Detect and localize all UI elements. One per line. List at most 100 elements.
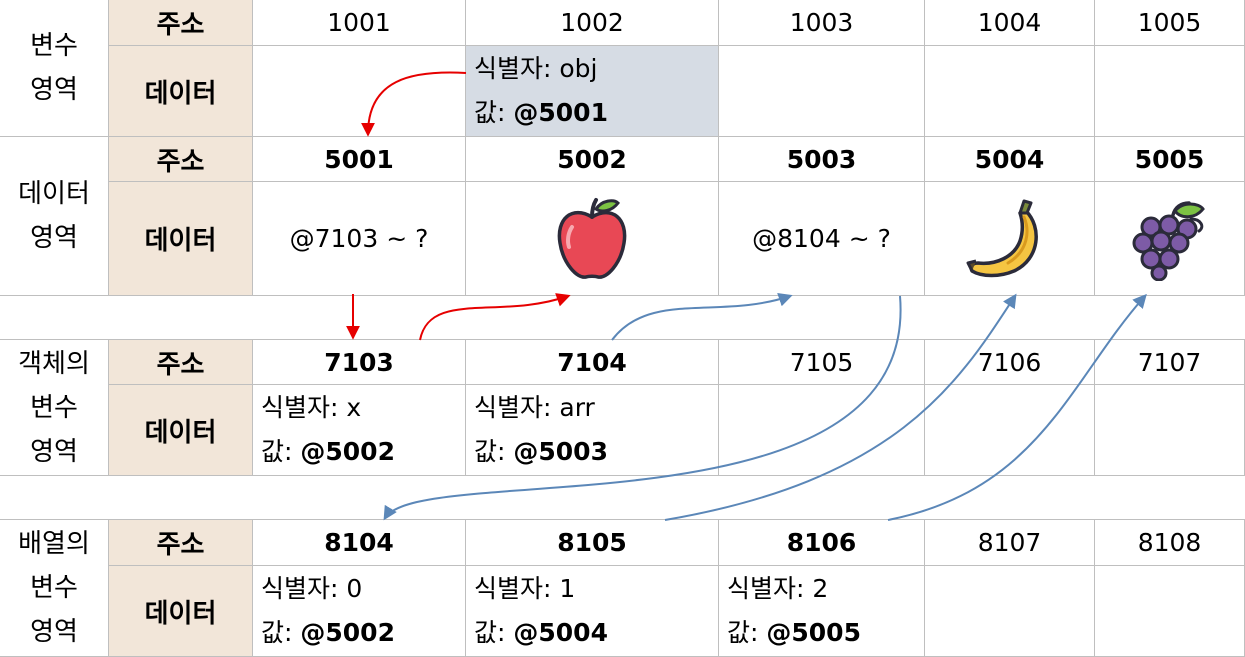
value-pointer: @5004 — [513, 618, 608, 647]
data-8107 — [925, 566, 1095, 657]
header-address: 주소 — [109, 520, 253, 566]
header-data: 데이터 — [109, 182, 253, 296]
data-1002: 식별자: obj 값: @5001 — [466, 46, 719, 137]
ident-label: 식별자: — [261, 393, 339, 422]
value-label: 값: — [727, 618, 759, 647]
data-5004 — [925, 182, 1095, 296]
section-label-line: 데이터 — [18, 179, 90, 209]
data-1003 — [719, 46, 925, 137]
data-5001: @7103 ~ ? — [253, 182, 466, 296]
data-1005 — [1095, 46, 1245, 137]
value-label: 값: — [474, 618, 506, 647]
ident-value: arr — [559, 393, 595, 422]
address-1005: 1005 — [1095, 0, 1245, 46]
value-line: 값: @5004 — [474, 611, 608, 655]
address-8108: 8108 — [1095, 520, 1245, 566]
address-5001: 5001 — [253, 137, 466, 182]
value-pointer: @5003 — [513, 437, 608, 466]
spacer-row — [0, 296, 1245, 340]
data-8106: 식별자: 2 값: @5005 — [719, 566, 925, 657]
address-7105: 7105 — [719, 340, 925, 385]
data-8105: 식별자: 1 값: @5004 — [466, 566, 719, 657]
value-line: 값: @5002 — [261, 430, 395, 474]
value-pointer: @5001 — [513, 98, 608, 127]
section-label-line: 변수 — [30, 392, 78, 423]
data-1004 — [925, 46, 1095, 137]
value-pointer: @5002 — [300, 437, 395, 466]
ident-line: 식별자: 0 — [261, 567, 362, 611]
section-label-line: 변수 — [30, 31, 78, 61]
data-8108 — [1095, 566, 1245, 657]
header-data: 데이터 — [109, 385, 253, 476]
value-line: 값: @5001 — [474, 91, 608, 135]
apple-icon — [557, 197, 627, 279]
data-7104: 식별자: arr 값: @5003 — [466, 385, 719, 476]
data-7103: 식별자: x 값: @5002 — [253, 385, 466, 476]
ident-line: 식별자: 2 — [727, 567, 828, 611]
ident-value: 0 — [346, 574, 363, 603]
ident-label: 식별자: — [261, 574, 339, 603]
ident-line: 식별자: arr — [474, 386, 595, 430]
address-8105: 8105 — [466, 520, 719, 566]
ident-value: obj — [559, 54, 598, 83]
address-5005: 5005 — [1095, 137, 1245, 182]
section-label-line: 영역 — [30, 223, 78, 253]
section-label-line: 영역 — [30, 617, 78, 647]
address-5003: 5003 — [719, 137, 925, 182]
spacer-row — [0, 476, 1245, 520]
header-address: 주소 — [109, 0, 253, 46]
banana-icon — [966, 199, 1038, 277]
ident-value: 1 — [559, 574, 576, 603]
value-label: 값: — [261, 618, 293, 647]
data-5003: @8104 ~ ? — [719, 182, 925, 296]
ident-line: 식별자: obj — [474, 47, 598, 91]
data-8104: 식별자: 0 값: @5002 — [253, 566, 466, 657]
value-line: 값: @5002 — [261, 611, 395, 655]
data-7105 — [719, 385, 925, 476]
grape-icon — [1132, 200, 1205, 281]
value-label: 값: — [474, 437, 506, 466]
section-label-line: 영역 — [30, 436, 78, 467]
header-data: 데이터 — [109, 46, 253, 137]
data-7106 — [925, 385, 1095, 476]
ident-label: 식별자: — [474, 574, 552, 603]
address-8107: 8107 — [925, 520, 1095, 566]
data-1001 — [253, 46, 466, 137]
section-label-obj-area: 객체의 변수 영역 — [0, 340, 109, 476]
ident-value: 2 — [812, 574, 829, 603]
value-line: 값: @5003 — [474, 430, 608, 474]
section-label-line: 영역 — [30, 75, 78, 105]
section-label-arr-area: 배열의 변수 영역 — [0, 520, 109, 657]
header-data: 데이터 — [109, 566, 253, 657]
address-1004: 1004 — [925, 0, 1095, 46]
ident-value: x — [346, 393, 362, 422]
section-label-line: 변수 — [30, 573, 78, 603]
data-5002 — [466, 182, 719, 296]
data-7107 — [1095, 385, 1245, 476]
ident-label: 식별자: — [474, 393, 552, 422]
section-label-var-area: 변수 영역 — [0, 0, 109, 137]
ident-label: 식별자: — [474, 54, 552, 83]
section-label-data-area: 데이터 영역 — [0, 137, 109, 296]
section-label-line: 배열의 — [18, 529, 90, 559]
header-address: 주소 — [109, 340, 253, 385]
address-7107: 7107 — [1095, 340, 1245, 385]
section-label-line: 객체의 — [18, 348, 90, 379]
value-pointer: @5005 — [766, 618, 861, 647]
address-1003: 1003 — [719, 0, 925, 46]
value-pointer: @5002 — [300, 618, 395, 647]
address-8104: 8104 — [253, 520, 466, 566]
value-label: 값: — [261, 437, 293, 466]
ident-label: 식별자: — [727, 574, 805, 603]
value-label: 값: — [474, 98, 506, 127]
address-7106: 7106 — [925, 340, 1095, 385]
address-5004: 5004 — [925, 137, 1095, 182]
address-7103: 7103 — [253, 340, 466, 385]
address-1001: 1001 — [253, 0, 466, 46]
address-7104: 7104 — [466, 340, 719, 385]
address-5002: 5002 — [466, 137, 719, 182]
value-line: 값: @5005 — [727, 611, 861, 655]
address-1002: 1002 — [466, 0, 719, 46]
header-address: 주소 — [109, 137, 253, 182]
